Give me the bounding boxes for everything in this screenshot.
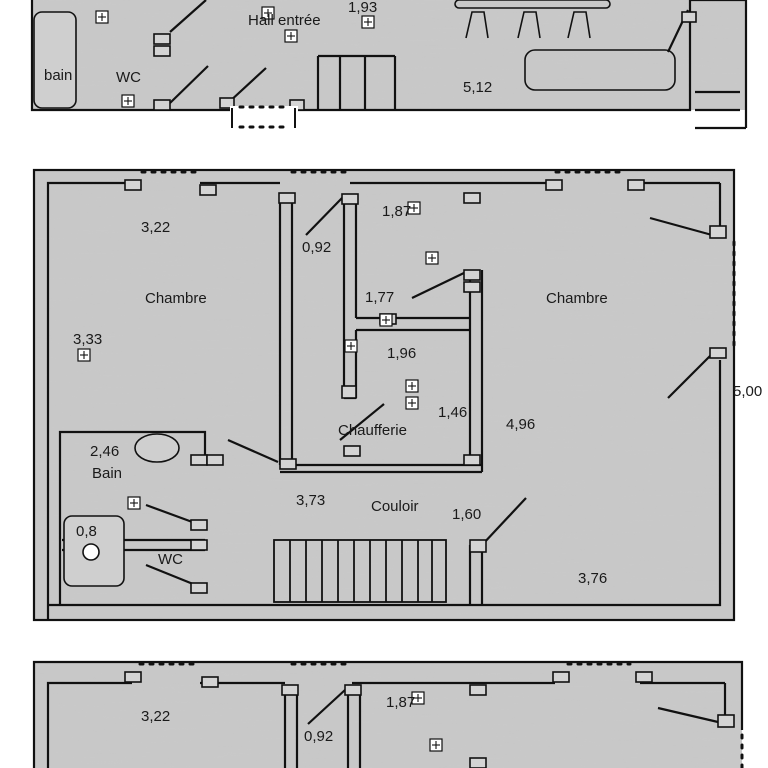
top-floor-walls xyxy=(30,0,748,130)
bottom-door-jambs xyxy=(124,671,735,768)
middle-dim-146: 1,46 xyxy=(438,404,467,421)
middle-door-jambs xyxy=(124,179,727,594)
middle-dim-322: 3,22 xyxy=(141,219,170,236)
bottom-floor-plan: 3,22 0,92 1,87 xyxy=(32,660,744,768)
bottom-dim-092: 0,92 xyxy=(304,728,333,745)
top-label-wc: WC xyxy=(116,69,141,86)
top-label-hall: Hall entrée xyxy=(248,12,321,29)
middle-windows xyxy=(140,170,736,354)
bottom-dim-187: 1,87 xyxy=(386,694,415,711)
middle-dim-333: 3,33 xyxy=(73,331,102,348)
middle-floor-plan: Chambre Chambre Bain WC Chaufferie Coulo… xyxy=(32,168,762,622)
middle-outer-walls xyxy=(32,168,736,622)
top-sofa xyxy=(524,49,676,91)
top-chairs xyxy=(465,11,591,39)
top-bathtub xyxy=(33,11,77,109)
middle-dim-246: 2,46 xyxy=(90,443,119,460)
middle-dim-092: 0,92 xyxy=(302,239,331,256)
bottom-door-swings xyxy=(307,689,719,725)
middle-door-swings xyxy=(145,197,713,588)
middle-dim-373: 3,73 xyxy=(296,492,325,509)
middle-shower-drain xyxy=(82,543,100,561)
middle-label-bain: Bain xyxy=(92,465,122,482)
top-table xyxy=(454,0,611,9)
middle-dim-187: 1,87 xyxy=(382,203,411,220)
top-door-swings xyxy=(169,0,689,104)
middle-interior-walls xyxy=(58,198,484,605)
middle-label-wc: WC xyxy=(158,551,183,568)
middle-dim-177: 1,77 xyxy=(365,289,394,306)
top-entry-threshold xyxy=(230,105,298,129)
top-dim-living: 5,12 xyxy=(463,79,492,96)
top-dim-hall: 1,93 xyxy=(348,0,377,16)
bottom-floor-walls xyxy=(32,660,744,768)
top-floor-plan: Hall entrée bain WC 1,93 5,12 xyxy=(30,0,748,130)
bottom-windows xyxy=(138,662,744,768)
middle-dim-496: 4,96 xyxy=(506,416,535,433)
top-door-jambs xyxy=(153,11,697,111)
middle-staircase xyxy=(273,539,447,603)
middle-label-chaufferie: Chaufferie xyxy=(338,422,407,439)
middle-label-chambre-left: Chambre xyxy=(145,290,207,307)
middle-dim-500: 5,00 xyxy=(733,383,762,400)
middle-dim-160: 1,60 xyxy=(452,506,481,523)
middle-label-couloir: Couloir xyxy=(371,498,419,515)
bottom-dim-322: 3,22 xyxy=(141,708,170,725)
top-label-bain: bain xyxy=(44,67,72,84)
middle-dim-08: 0,8 xyxy=(76,523,97,540)
middle-washbasin xyxy=(134,433,180,463)
middle-dim-196: 1,96 xyxy=(387,345,416,362)
middle-dim-376: 3,76 xyxy=(578,570,607,587)
middle-label-chambre-right: Chambre xyxy=(546,290,608,307)
